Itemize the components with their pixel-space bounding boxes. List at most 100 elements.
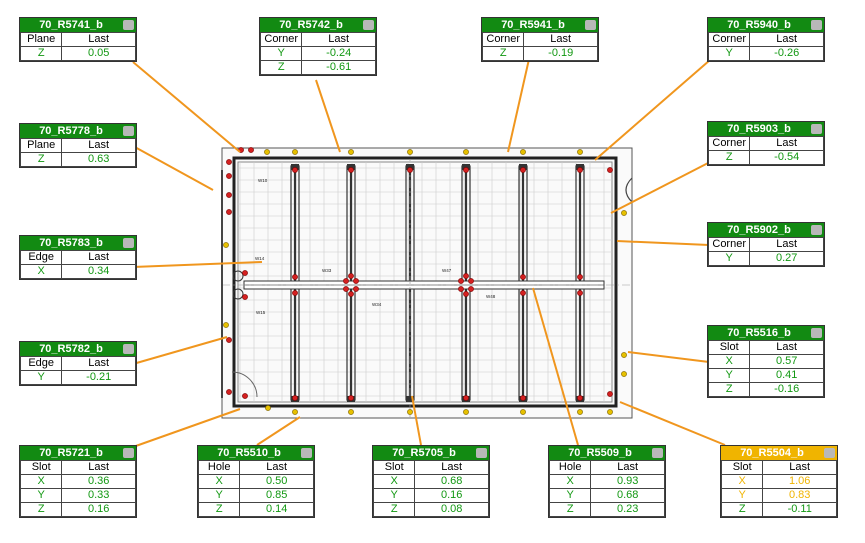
camera-icon[interactable] — [811, 225, 822, 235]
yellow-marker — [607, 409, 613, 415]
camera-icon[interactable] — [811, 124, 822, 134]
yellow-marker — [621, 371, 627, 377]
last-column-header: Last — [749, 340, 824, 355]
measurement-title-text: 70_R5741_b — [39, 19, 103, 31]
feature-type-label: Corner — [481, 32, 525, 47]
measurement-title-text: 70_R5721_b — [39, 447, 103, 459]
camera-icon[interactable] — [811, 328, 822, 338]
measurement-value: 0.14 — [239, 502, 314, 517]
measurement-value: 1.06 — [762, 474, 837, 489]
last-column-header: Last — [239, 460, 314, 475]
camera-icon[interactable] — [123, 448, 134, 458]
axis-label: Z — [372, 502, 416, 517]
camera-icon[interactable] — [123, 126, 134, 136]
measurement-value: 0.16 — [414, 488, 489, 503]
leader-line-b10 — [132, 408, 241, 448]
camera-icon[interactable] — [123, 344, 134, 354]
feature-type-label: Slot — [19, 460, 63, 475]
camera-icon[interactable] — [363, 20, 374, 30]
leader-line-b4 — [132, 145, 214, 191]
measurement-title-text: 70_R5516_b — [727, 327, 791, 339]
measurement-title-text: 70_R5941_b — [501, 19, 565, 31]
rib-end — [291, 164, 299, 170]
yellow-marker — [577, 149, 583, 155]
camera-icon[interactable] — [824, 448, 835, 458]
red-marker — [520, 290, 526, 296]
red-marker — [248, 147, 254, 153]
camera-icon[interactable] — [123, 20, 134, 30]
yellow-marker — [407, 409, 413, 415]
camera-icon[interactable] — [301, 448, 312, 458]
leader-line-b1 — [315, 79, 341, 153]
feature-type-label: Corner — [707, 237, 751, 252]
red-marker — [607, 391, 613, 397]
yellow-marker — [265, 405, 271, 411]
camera-icon[interactable] — [123, 238, 134, 248]
leader-line-b5 — [610, 161, 711, 214]
feature-type-label: Plane — [19, 138, 63, 153]
red-marker — [226, 337, 232, 343]
measurement-value: -0.54 — [749, 150, 824, 165]
axis-label: X — [19, 474, 63, 489]
camera-icon[interactable] — [652, 448, 663, 458]
measurement-value: -0.19 — [523, 46, 598, 61]
right-notch — [625, 177, 633, 203]
measurement-value: 0.33 — [61, 488, 136, 503]
feature-type-label: Plane — [19, 32, 63, 47]
measurement-title-text: 70_R5940_b — [727, 19, 791, 31]
measurement-title: 70_R5783_b — [20, 236, 136, 250]
measurement-title-text: 70_R5509_b — [568, 447, 632, 459]
red-marker — [242, 270, 248, 276]
axis-label: Y — [19, 370, 63, 385]
last-column-header: Last — [590, 460, 665, 475]
axis-label: Y — [548, 488, 592, 503]
red-marker — [520, 395, 526, 401]
red-marker — [226, 389, 232, 395]
camera-icon[interactable] — [476, 448, 487, 458]
camera-icon[interactable] — [811, 20, 822, 30]
red-marker — [343, 286, 349, 292]
red-marker — [353, 278, 359, 284]
last-column-header: Last — [749, 237, 824, 252]
drawing-label: W14 — [255, 256, 265, 261]
axis-label: Y — [707, 46, 751, 61]
axis-label: Y — [197, 488, 241, 503]
camera-icon[interactable] — [585, 20, 596, 30]
measurement-value: 0.93 — [590, 474, 665, 489]
measurement-value: 0.63 — [61, 152, 136, 167]
feature-type-label: Hole — [548, 460, 592, 475]
rib-end — [347, 164, 355, 170]
feature-type-label: Edge — [19, 356, 63, 371]
red-marker — [458, 278, 464, 284]
